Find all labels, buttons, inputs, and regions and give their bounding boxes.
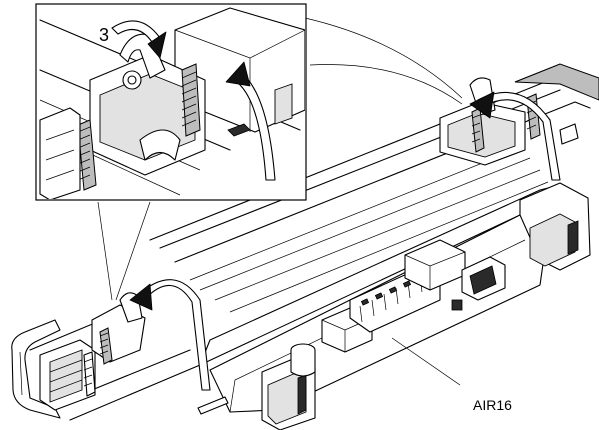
- callout-leaders: [97, 17, 463, 301]
- front-mount-clip: [83, 292, 146, 397]
- rotate-arrows: [129, 91, 561, 391]
- rail-housing: [11, 63, 599, 421]
- step-number: 3: [99, 25, 109, 45]
- part-callout: AIR16: [391, 337, 512, 413]
- curved-arrow-icon-rear: [469, 91, 495, 119]
- curved-arrow-icon: [129, 283, 153, 311]
- detail-inset: 3: [35, 3, 307, 201]
- step-curved-arrow-icon: [147, 31, 167, 59]
- step-lift-arrow-icon: [225, 61, 251, 87]
- air16-module: [197, 182, 591, 430]
- part-label: AIR16: [473, 397, 512, 413]
